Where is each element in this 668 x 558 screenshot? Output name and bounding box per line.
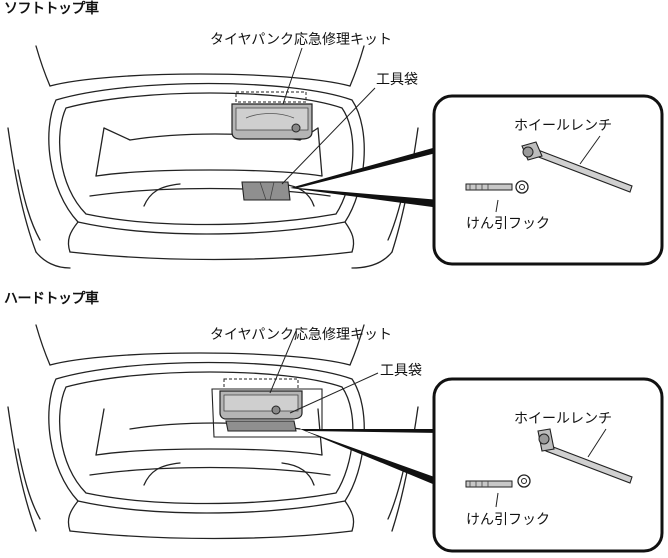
tool-bag-label: 工具袋 (380, 363, 422, 379)
tool-bag-label: 工具袋 (376, 72, 418, 88)
wheel-wrench-illustration (521, 135, 633, 193)
soft-top-section: ソフトトップ車 タイヤパンク応急修理キット 工具袋 ホイールレンチ けん引フック (4, 1, 664, 269)
wheel-wrench-label: ホイールレンチ (514, 118, 612, 134)
section-heading: ソフトトップ車 (4, 1, 99, 17)
tool-bag-illustration (241, 181, 291, 201)
tow-hook-illustration (465, 180, 529, 213)
section-heading: ハードトップ車 (4, 291, 99, 307)
tow-hook-label: けん引フック (466, 216, 550, 232)
tow-hook-label: けん引フック (466, 512, 550, 528)
wheel-wrench-illustration (537, 428, 633, 484)
hard-top-trunk-illustration (7, 324, 664, 553)
repair-kit-label: タイヤパンク応急修理キット (210, 32, 392, 48)
soft-top-trunk-illustration (7, 45, 664, 269)
hard-top-section: ハードトップ車 タイヤパンク応急修理キット 工具袋 ホイールレンチ けん引フック (0, 279, 668, 558)
repair-kit-label: タイヤパンク応急修理キット (210, 327, 392, 343)
tool-bag-illustration (225, 420, 297, 432)
tow-hook-illustration (465, 474, 531, 508)
wheel-wrench-label: ホイールレンチ (514, 411, 612, 427)
repair-kit-illustration (231, 91, 313, 140)
repair-kit-illustration (219, 378, 303, 420)
